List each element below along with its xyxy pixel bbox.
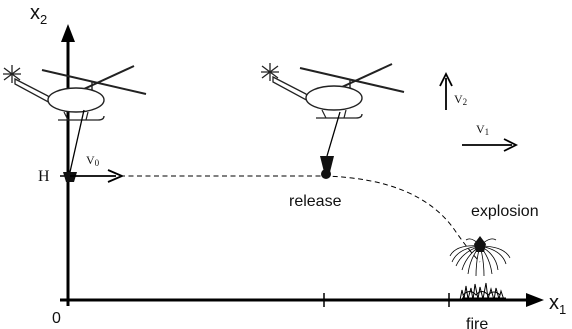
x1-axis-arrowhead bbox=[526, 293, 544, 307]
explosion-label: explosion bbox=[471, 203, 539, 220]
v0-vector-arrowhead bbox=[107, 169, 125, 183]
x1-axis-label: x1 bbox=[549, 292, 566, 317]
bucket-icon bbox=[63, 172, 77, 182]
x2-axis-label: x2 bbox=[30, 2, 47, 27]
helicopter-icon bbox=[260, 62, 405, 119]
trajectory-path bbox=[120, 175, 481, 263]
fire-label: fire bbox=[466, 316, 488, 329]
v2-label: V2 bbox=[454, 92, 467, 107]
h-label: H bbox=[38, 168, 50, 185]
bucket-icon bbox=[320, 156, 334, 172]
fire-icon bbox=[459, 282, 506, 301]
v1-vector-arrowhead bbox=[503, 138, 519, 152]
v1-label: V1 bbox=[476, 122, 489, 137]
v0-label: V0 bbox=[86, 153, 100, 168]
explosion-core bbox=[474, 236, 486, 252]
helicopter-icon bbox=[2, 64, 147, 121]
x2-axis-arrowhead bbox=[61, 24, 75, 42]
release-label: release bbox=[289, 193, 342, 210]
origin-label: 0 bbox=[52, 310, 61, 327]
release-point bbox=[321, 169, 331, 179]
cable bbox=[69, 109, 85, 173]
v2-vector-arrowhead bbox=[439, 71, 453, 87]
cable bbox=[326, 111, 341, 157]
